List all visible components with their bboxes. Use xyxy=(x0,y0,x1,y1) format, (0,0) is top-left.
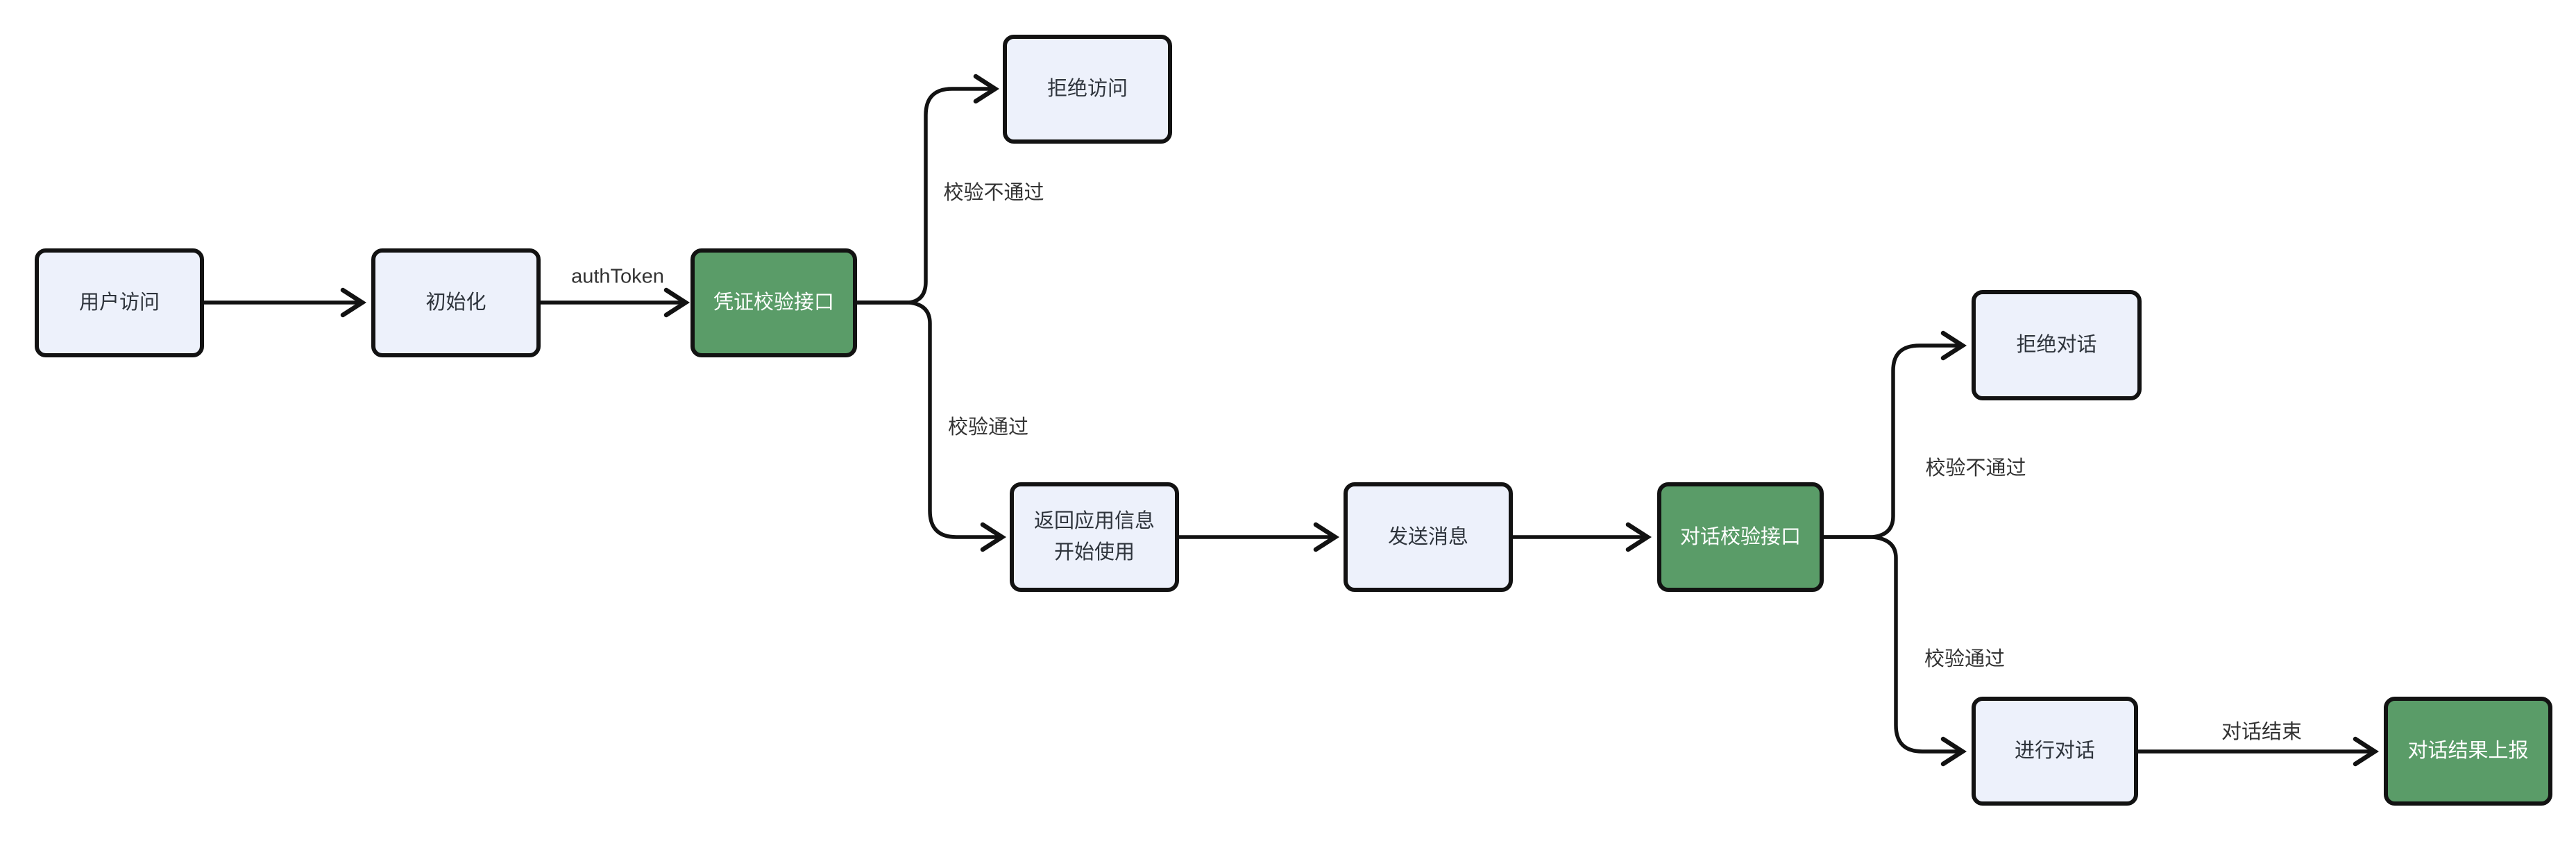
edge-credential-check-to-deny-access xyxy=(857,74,1000,305)
node-init: 初始化 xyxy=(371,248,541,357)
edge-label-dialog-end: 对话结束 xyxy=(2221,721,2303,743)
node-credential-check-api: 凭证校验接口 xyxy=(690,248,857,357)
node-user-access: 用户访问 xyxy=(35,248,204,357)
node-return-app-info-label: 返回应用信息 开始使用 xyxy=(1033,510,1155,563)
edge-dialog-check-to-conduct-dialog xyxy=(1824,535,1967,767)
edge-label-check-fail-2: 校验不通过 xyxy=(1925,457,2026,479)
node-init-label: 初始化 xyxy=(425,291,486,314)
node-deny-dialog: 拒绝对话 xyxy=(1972,290,2142,400)
edge-label-check-pass-1: 校验通过 xyxy=(947,416,1029,439)
edge-label-authtoken: authToken xyxy=(571,265,664,288)
node-user-access-label: 用户访问 xyxy=(78,291,160,314)
node-conduct-dialog-label: 进行对话 xyxy=(2014,740,2095,763)
node-return-app-info: 返回应用信息 开始使用 xyxy=(1010,482,1179,592)
node-deny-access: 拒绝访问 xyxy=(1003,35,1172,144)
edge-dialog-check-to-deny-dialog xyxy=(1824,330,1967,539)
edge-label-check-fail-1: 校验不通过 xyxy=(943,182,1044,204)
node-deny-dialog-label: 拒绝对话 xyxy=(2016,334,2097,357)
node-dialog-result-report-label: 对话结果上报 xyxy=(2407,740,2529,763)
node-deny-access-label: 拒绝访问 xyxy=(1046,78,1128,101)
node-dialog-result-report: 对话结果上报 xyxy=(2384,697,2552,806)
edge-credential-check-to-return-app-info xyxy=(857,300,1007,552)
node-dialog-check-api: 对话校验接口 xyxy=(1657,482,1824,592)
node-conduct-dialog: 进行对话 xyxy=(1972,697,2138,806)
node-send-message: 发送消息 xyxy=(1344,482,1513,592)
edge-label-check-pass-2: 校验通过 xyxy=(1924,648,2006,670)
node-dialog-check-api-label: 对话校验接口 xyxy=(1679,525,1801,548)
node-credential-check-api-label: 凭证校验接口 xyxy=(713,291,834,314)
node-send-message-label: 发送消息 xyxy=(1387,525,1468,548)
